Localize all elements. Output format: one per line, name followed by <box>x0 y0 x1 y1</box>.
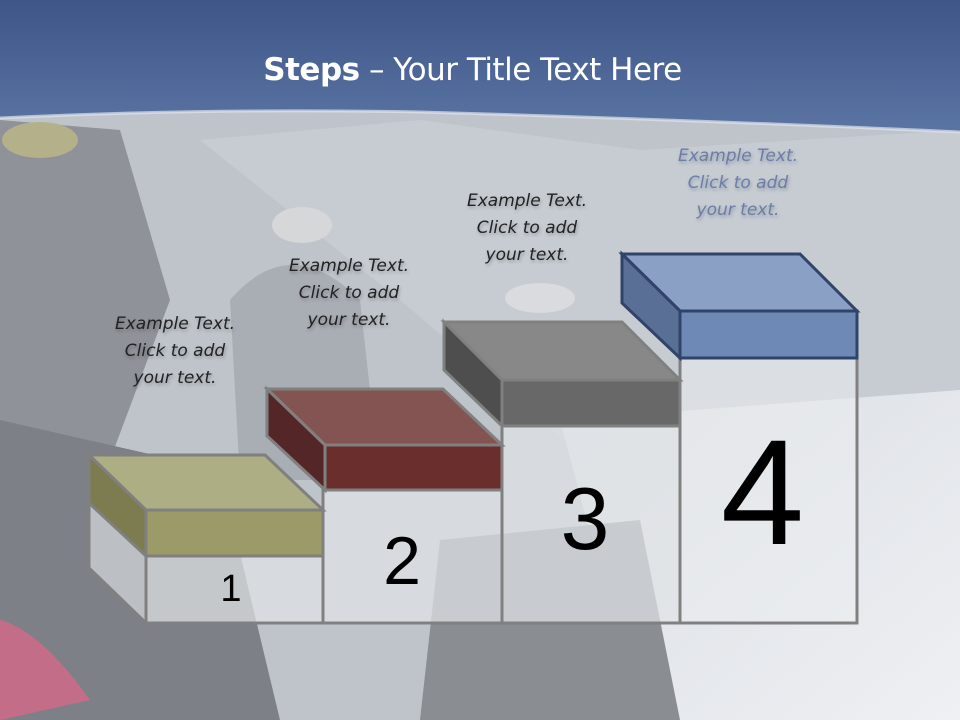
step-1-caption[interactable]: Example Text. Click to add your text. <box>114 314 236 388</box>
title-bold: Steps <box>263 52 360 88</box>
step-2-number: 2 <box>383 523 421 599</box>
step-3-block <box>440 318 684 430</box>
step-2-caption[interactable]: Example Text. Click to add your text. <box>288 256 410 330</box>
title-rest: – Your Title Text Here <box>359 52 682 88</box>
step-1-block <box>85 451 327 560</box>
step-3-number: 3 <box>560 469 610 568</box>
step-1-number: 1 <box>220 568 242 610</box>
step-4-caption[interactable]: Example Text. Click to add your text. <box>677 146 799 220</box>
step-4-number: 4 <box>720 408 805 576</box>
header-band <box>0 0 960 134</box>
slide-title[interactable]: Steps – Your Title Text Here <box>0 52 945 88</box>
step-4-block <box>618 250 861 362</box>
step-2-block <box>263 385 506 494</box>
step-3-caption[interactable]: Example Text. Click to add your text. <box>466 191 588 265</box>
